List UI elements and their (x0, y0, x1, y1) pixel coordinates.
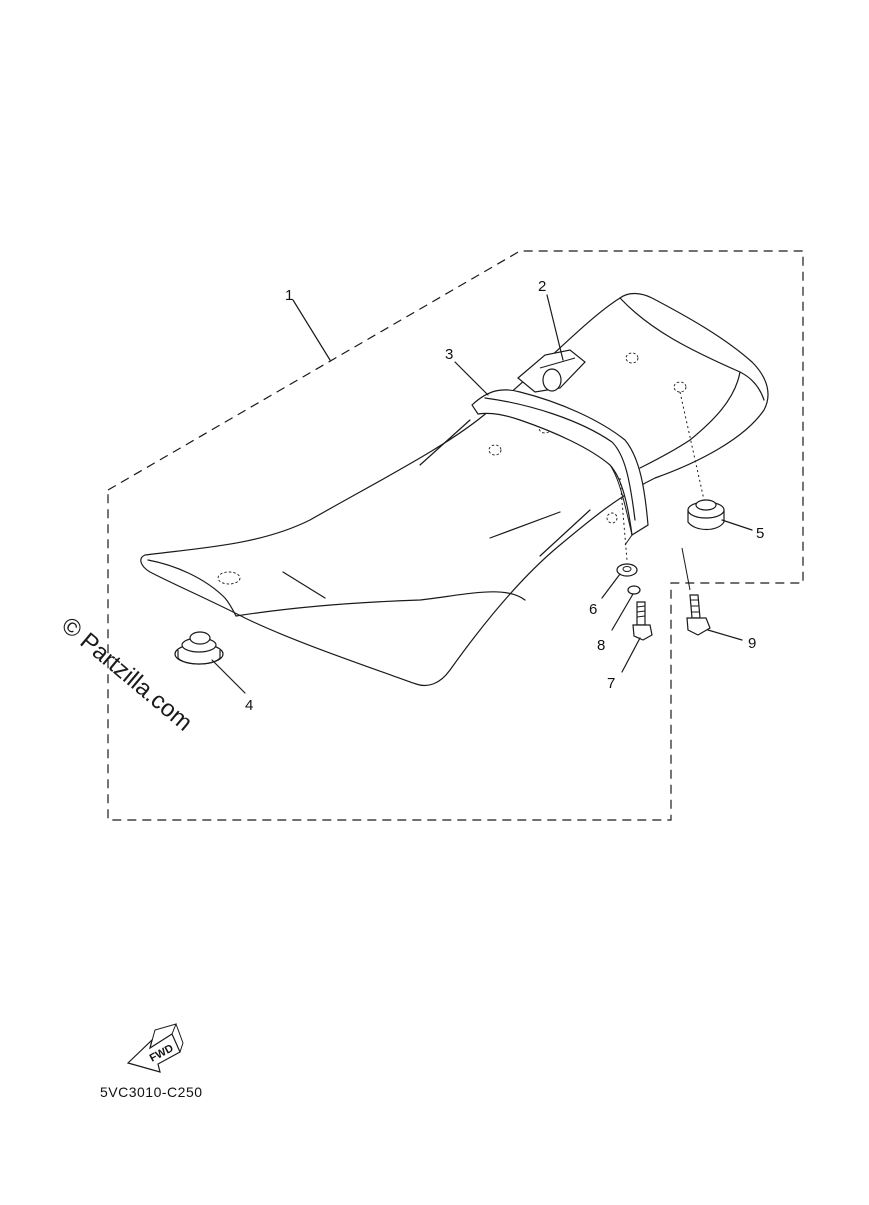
bolt-9-guide (681, 547, 691, 591)
seat-outline (140, 292, 769, 687)
fwd-arrow-side-face (175, 1023, 184, 1053)
strap-inner-edge (484, 397, 636, 521)
callout-5: 5 (756, 525, 764, 542)
seat-front-hole (217, 571, 241, 585)
washer-8 (627, 585, 641, 595)
damper-5-guide (679, 391, 705, 501)
callout-4: 4 (245, 697, 253, 714)
damper-4-top (189, 631, 211, 645)
fwd-arrow-top-face (149, 1023, 177, 1049)
seat-rear-contour (619, 297, 765, 401)
callout-1: 1 (285, 287, 293, 304)
callout-3: 3 (445, 346, 453, 363)
hook-edge (539, 357, 576, 369)
damper-4-skirt (177, 650, 221, 665)
collar-guide (619, 477, 628, 561)
strap-body (471, 389, 649, 537)
callout-6: 6 (589, 601, 597, 618)
seat-hole-4 (488, 444, 502, 456)
leader-7 (621, 637, 641, 673)
bolt-7 (632, 601, 653, 641)
bolt-9 (686, 594, 711, 636)
seat-hole-6 (606, 512, 618, 524)
diagram-code: 5VC3010-C250 (100, 1084, 203, 1100)
hook-loop (542, 368, 562, 392)
leader-8 (611, 593, 634, 631)
callout-8: 8 (597, 637, 605, 654)
seat-crease-3 (539, 509, 591, 557)
collar-6-hole (622, 566, 632, 572)
seat-assembly (140, 292, 769, 687)
front-damper (174, 631, 224, 665)
collar-6-outer (616, 563, 638, 577)
seat-rear-side (639, 371, 741, 469)
seat-front-fold (147, 559, 237, 617)
seat-hole-2 (673, 381, 687, 393)
fwd-indicator: FWD (126, 1023, 184, 1073)
leader-5 (721, 519, 753, 531)
seat-base-edge (235, 591, 526, 617)
rear-damper (687, 499, 725, 531)
seat-hole-1 (625, 352, 639, 364)
bolt-7-threads (636, 605, 646, 618)
watermark-text: © Partzilla.com (56, 612, 197, 737)
bolt-7-shank (636, 601, 646, 626)
leader-6 (601, 573, 621, 599)
seat-crease-1 (419, 419, 471, 466)
bolt-7-head (632, 624, 653, 641)
bolt-9-threads (690, 599, 699, 613)
leader-2 (546, 294, 564, 361)
collar (616, 563, 638, 577)
seat-crease-2 (489, 511, 561, 539)
callout-2: 2 (538, 278, 546, 295)
damper-5-cap (695, 499, 717, 511)
leader-9 (707, 629, 743, 641)
seat-hook (517, 349, 586, 393)
leader-1 (292, 299, 331, 361)
bolt-9-head (686, 617, 711, 636)
seat-crease-4 (282, 571, 326, 599)
seat-strap (471, 389, 649, 546)
leader-4 (211, 659, 246, 694)
leader-3 (454, 361, 489, 396)
callout-9: 9 (748, 635, 756, 652)
callout-7: 7 (607, 675, 615, 692)
strap-down-side (609, 464, 633, 546)
assembly-boundary (107, 250, 804, 821)
